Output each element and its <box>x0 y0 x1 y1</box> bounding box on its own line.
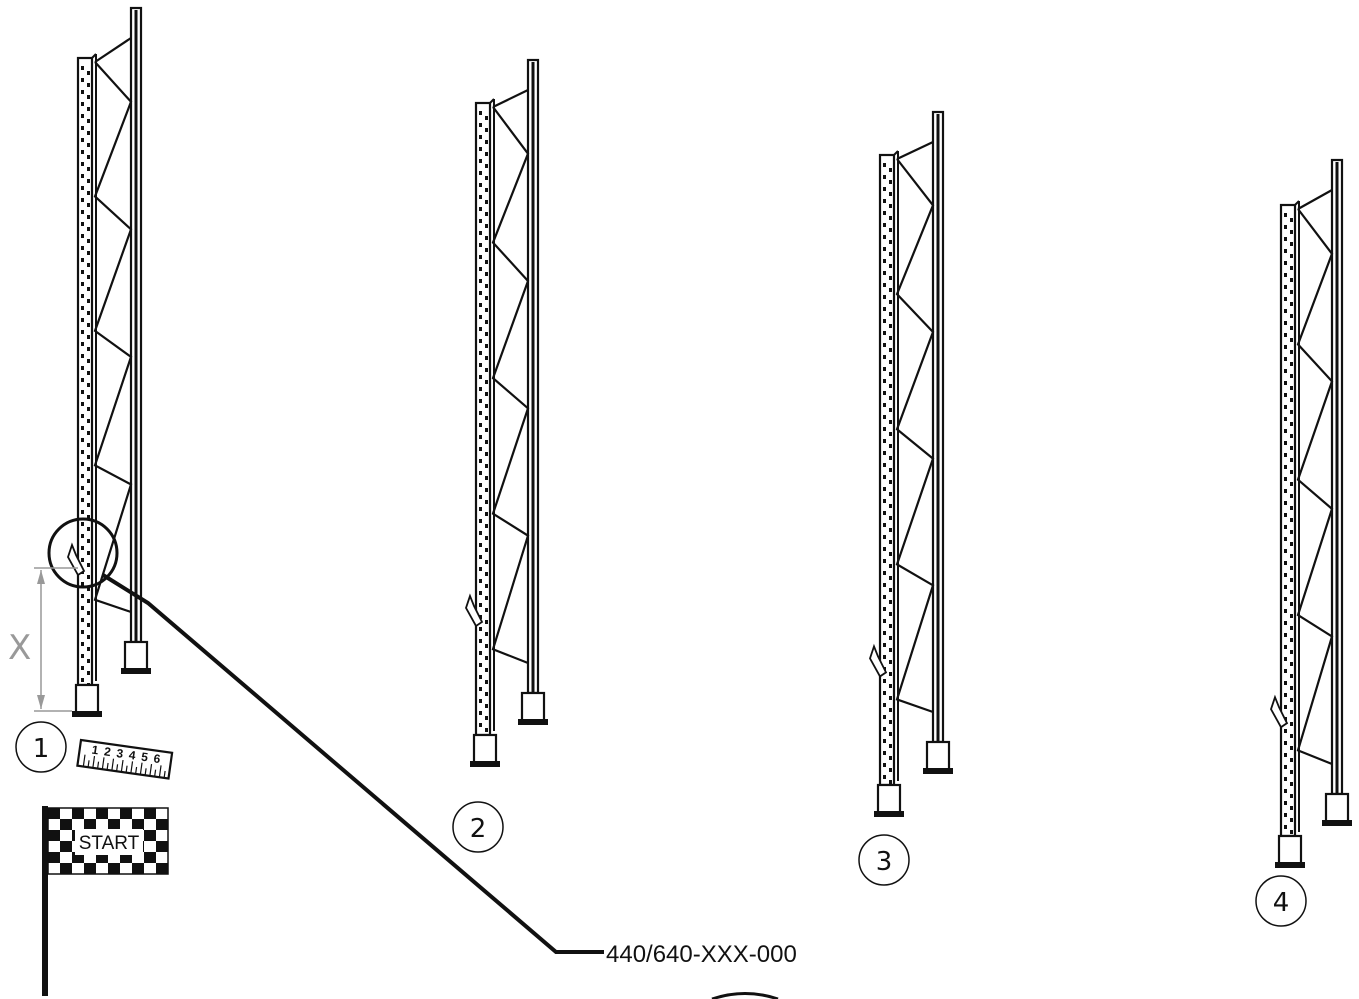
ruler-number: 2 <box>103 744 112 759</box>
back-baseplate <box>923 768 953 774</box>
back-footplate <box>123 640 149 672</box>
front-footplate <box>876 783 902 815</box>
back-footplate <box>925 740 951 772</box>
leader-line <box>101 573 604 954</box>
ruler-number: 3 <box>116 746 125 761</box>
step-4-number: 4 <box>1273 888 1290 918</box>
back-footplate <box>520 691 546 723</box>
back-baseplate <box>518 719 548 725</box>
flag-pole <box>42 806 48 996</box>
back-footplate <box>1324 792 1350 824</box>
safety-clip-icon <box>465 593 484 628</box>
upright-frame-3 <box>869 110 953 817</box>
safety-clip-icon <box>67 542 86 577</box>
upright-frame-1 <box>67 6 151 717</box>
back-baseplate <box>121 668 151 674</box>
front-footplate <box>74 683 100 715</box>
bracing <box>93 61 133 614</box>
arrow-up-icon <box>37 570 45 584</box>
upright-frame-2 <box>465 58 548 767</box>
step-2-marker: 2 <box>452 801 504 853</box>
safety-clip-icon <box>869 643 888 678</box>
ruler-number: 4 <box>128 748 137 763</box>
page-edge-arc <box>711 992 779 999</box>
flag-label-box <box>75 829 143 855</box>
dimension-x-label: X <box>8 628 31 668</box>
front-footplate <box>1277 834 1303 866</box>
front-baseplate <box>874 811 904 817</box>
step-1-marker: 1 <box>15 721 67 773</box>
back-baseplate <box>1322 820 1352 826</box>
dimension-x: X <box>8 567 78 712</box>
step-3-number: 3 <box>876 847 893 877</box>
safety-clip-icon <box>1270 694 1289 729</box>
arrow-down-icon <box>37 695 45 709</box>
step-3-marker: 3 <box>858 834 910 886</box>
front-footplate <box>472 733 498 765</box>
detail-circle <box>47 517 119 589</box>
bracing <box>895 158 935 714</box>
upright-frames <box>67 6 1352 868</box>
step-4-marker: 4 <box>1255 875 1307 927</box>
ruler-number: 6 <box>153 751 162 766</box>
step-2-number: 2 <box>470 814 487 844</box>
front-baseplate <box>470 761 500 767</box>
part-number-label: 440/640-XXX-000 <box>606 941 797 968</box>
ruler-number: 5 <box>140 750 149 765</box>
bracing <box>491 106 530 665</box>
ruler-number: 1 <box>91 743 100 758</box>
detail-callout: 440/640-XXX-000 <box>47 517 797 968</box>
start-flag-icon: START <box>42 806 169 996</box>
front-baseplate <box>72 711 102 717</box>
upright-frame-4 <box>1270 158 1352 868</box>
front-baseplate <box>1275 862 1305 868</box>
step-1-number: 1 <box>33 734 50 764</box>
flag-label: START <box>79 833 140 854</box>
bracing <box>1296 208 1334 766</box>
